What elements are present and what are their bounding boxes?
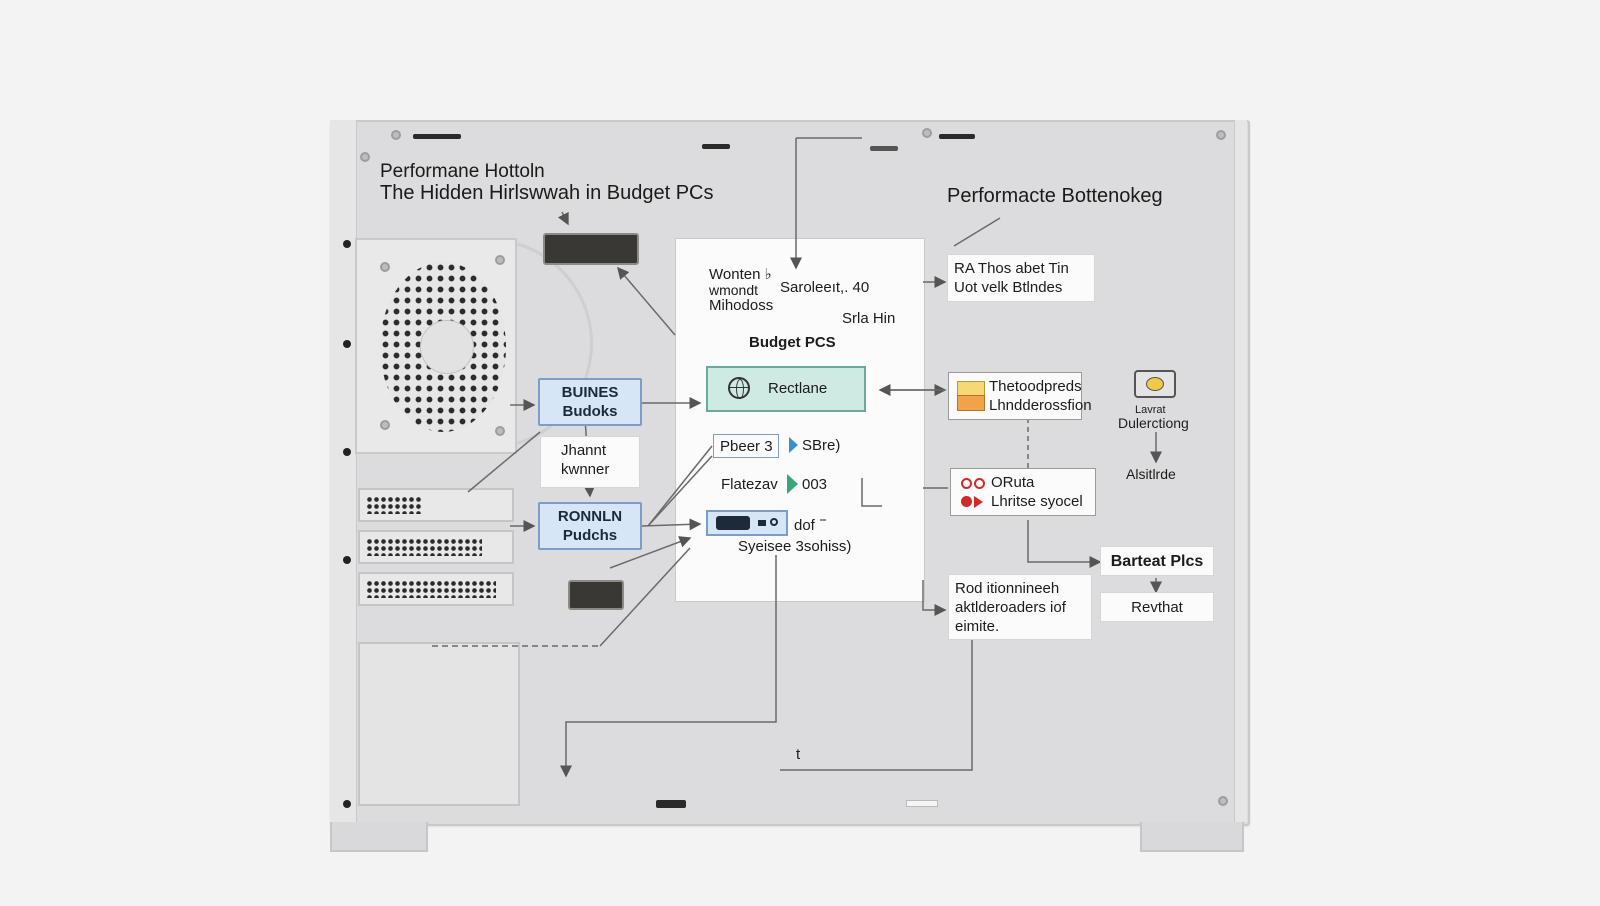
screw-icon [1218, 796, 1228, 806]
status-dot-icon [961, 496, 972, 507]
screw-icon [380, 420, 390, 430]
drive-bay [358, 572, 514, 606]
screw-icon [1216, 130, 1226, 140]
node-small3[interactable] [706, 510, 788, 536]
screw-icon [495, 255, 505, 265]
right-status-line1: ORuta [991, 474, 1035, 491]
right-mid-box[interactable]: Thetoodpreds Lhndderossfion [948, 372, 1092, 420]
case-slot [702, 144, 730, 149]
right-status-box[interactable]: ORuta Lhritse syocel [950, 468, 1096, 516]
case-slot [870, 146, 898, 151]
panel-line3: Mihodoss [709, 297, 774, 314]
center-panel [675, 238, 925, 602]
panel-line1: Wonten ♭ [709, 266, 772, 283]
status-arrow-icon [974, 496, 983, 508]
right-top-line1: RA Thos abet Tin [954, 260, 1069, 277]
port-icon [568, 580, 624, 610]
right-top-line2: Uot velk Btlndes [954, 279, 1063, 296]
case-foot-left [330, 822, 428, 852]
left-note-line2: kwnner [561, 461, 610, 478]
camera-icon [758, 520, 766, 526]
node-small1[interactable]: Pbeer 3 [713, 434, 779, 458]
case-edge-rail [330, 120, 357, 822]
play-icon [787, 474, 798, 494]
panel-caption: Syeisee 3sohiss) [738, 538, 852, 555]
screw-icon [495, 426, 505, 436]
case-dot [343, 800, 351, 808]
right-title: Performacte Bottenokeg [947, 185, 1163, 207]
screw-icon [360, 152, 370, 162]
case-foot-right [1140, 822, 1244, 852]
right-bottom-line2: aktlderoaders iof [955, 599, 1066, 616]
status-dot-icon [974, 478, 985, 489]
case-slot [413, 134, 461, 139]
case-dot [343, 240, 351, 248]
alert-icon [1134, 370, 1176, 398]
screw-icon [922, 128, 932, 138]
icon-label-line2: Dulerctiong [1118, 415, 1189, 431]
case-slot [906, 800, 938, 807]
right-mid-line2: Lhndderossfion [989, 397, 1092, 414]
left-note-line1: Jhannt [561, 442, 607, 459]
left-node-2[interactable]: RONNLN Pudchs [538, 502, 642, 550]
bottom-mark: t [796, 746, 801, 763]
panel-subtitle: Budget PCS [749, 334, 836, 351]
right-bottom-line3: eimite. [955, 618, 1000, 635]
result-title: Barteat Plcs [1100, 546, 1214, 576]
case-dot [343, 448, 351, 456]
case-dot [343, 556, 351, 564]
right-top-box: RA Thos abet Tin Uot velk Btlndes [947, 254, 1095, 302]
left-node-2-line1: RONNLN [557, 508, 623, 525]
layer-icon [957, 395, 985, 411]
node-small2-b: 003 [802, 476, 828, 493]
cpu-chip-icon [543, 233, 639, 265]
drive-bay [358, 530, 514, 564]
case-slot [656, 800, 686, 808]
node-main[interactable]: Rectlane [706, 366, 866, 412]
psu-bay [358, 642, 520, 806]
result-sub: Revthat [1100, 592, 1214, 622]
header-title-line2: The Hidden Hirlswwah in Budget PCs [380, 182, 714, 204]
camera-icon [770, 518, 778, 526]
node-small3-b: dof [794, 517, 815, 534]
left-node-1-line1: BUINES [561, 384, 619, 401]
node-small2-label: Flatezav [721, 476, 778, 493]
node-main-label: Rectlane [768, 380, 828, 397]
left-node-1-line2: Budoks [562, 403, 618, 420]
globe-icon [728, 377, 750, 399]
screw-icon [380, 262, 390, 272]
panel-line1b: Saroleeıt,. 40 [780, 279, 870, 296]
case-slot [939, 134, 975, 139]
camera-icon [716, 516, 750, 530]
left-note: Jhannt kwnner [540, 436, 640, 488]
fan-hub [420, 320, 474, 374]
status-dot-icon [961, 478, 972, 489]
right-mid-line1: Thetoodpreds [989, 378, 1082, 395]
icon-sub-label: Alsitlrde [1126, 466, 1176, 482]
screw-icon [391, 130, 401, 140]
header-title-line1: Performane Hottoln [380, 161, 545, 182]
panel-line2: wmondt [709, 282, 759, 298]
icon-label-line1: Lavrat [1135, 404, 1166, 416]
node-small1-b: SBre) [802, 437, 841, 454]
case-dot [343, 340, 351, 348]
right-bottom-box: Rod itionnineeh aktlderoaders iof eimite… [948, 574, 1092, 640]
node-small1-label: Pbeer 3 [720, 438, 773, 455]
panel-side-label: Srla Hin [842, 310, 896, 327]
case-right-edge [1234, 120, 1247, 822]
left-node-1[interactable]: BUINES Budoks [538, 378, 642, 426]
right-bottom-line1: Rod itionnineeh [955, 580, 1060, 597]
drive-bay [358, 488, 514, 522]
play-icon [789, 437, 798, 453]
left-node-2-line2: Pudchs [562, 527, 618, 544]
right-status-line2: Lhritse syocel [991, 493, 1083, 510]
